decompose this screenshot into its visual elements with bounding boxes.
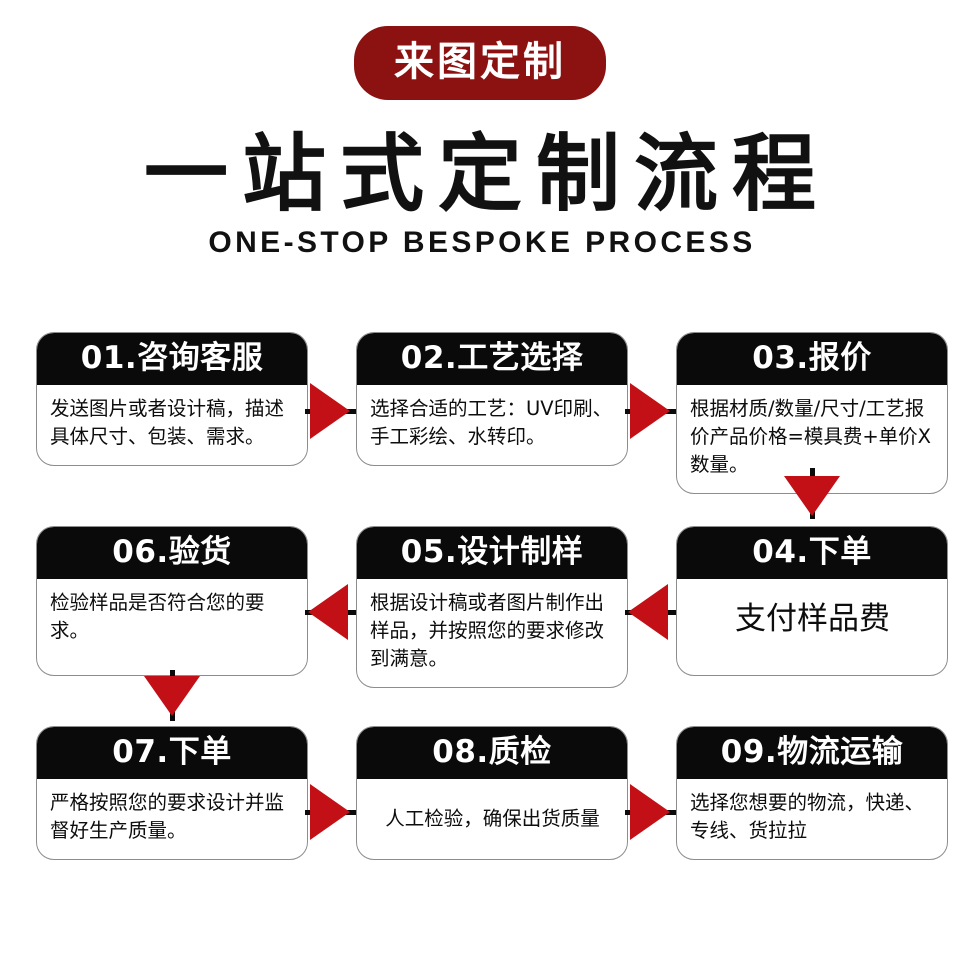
step-card-08-title: 08.质检 [357,727,627,780]
step-card-06-body: 检验样品是否符合您的要求。 [50,591,265,643]
step-card-08: 08.质检 人工检验，确保出货质量 [356,726,628,861]
arrow-down-icon [144,676,200,716]
step-card-03: 03.报价 根据材质/数量/尺寸/工艺报价产品价格=模具费+单价X数量。 [676,332,948,494]
step-card-08-body: 人工检验，确保出货质量 [385,807,600,831]
custom-order-badge: 来图定制 [354,26,606,100]
step-card-04-body: 支付样品费 [735,601,890,638]
arrow-left-icon [308,584,348,640]
step-card-07-body: 严格按照您的要求设计并监督好生产质量。 [50,791,285,843]
page-subtitle: ONE-STOP BESPOKE PROCESS [208,226,756,260]
step-card-07: 07.下单 严格按照您的要求设计并监督好生产质量。 [36,726,308,860]
step-card-01-body: 发送图片或者设计稿，描述具体尺寸、包装、需求。 [50,397,285,449]
step-card-03-title: 03.报价 [677,333,947,386]
arrow-down-icon [784,476,840,516]
step-card-09-title: 09.物流运输 [677,727,947,780]
step-card-03-body: 根据材质/数量/尺寸/工艺报价产品价格=模具费+单价X数量。 [690,397,932,476]
arrow-right-icon [310,784,350,840]
step-card-01: 01.咨询客服 发送图片或者设计稿，描述具体尺寸、包装、需求。 [36,332,308,466]
step-card-09: 09.物流运输 选择您想要的物流，快递、专线、货拉拉 [676,726,948,860]
step-card-09-body: 选择您想要的物流，快递、专线、货拉拉 [690,791,925,843]
step-card-01-title: 01.咨询客服 [37,333,307,386]
page-header: 来图定制 一站式定制流程 ONE-STOP BESPOKE PROCESS [0,0,960,260]
step-card-02-title: 02.工艺选择 [357,333,627,386]
page-title: 一站式定制流程 [143,125,830,223]
step-card-05: 05.设计制样 根据设计稿或者图片制作出样品，并按照您的要求修改到满意。 [356,526,628,688]
arrow-left-icon [628,584,668,640]
step-card-02: 02.工艺选择 选择合适的工艺：UV印刷、手工彩绘、水转印。 [356,332,628,466]
process-flow-diagram: 01.咨询客服 发送图片或者设计稿，描述具体尺寸、包装、需求。 02.工艺选择 … [0,318,960,938]
arrow-right-icon [310,383,350,439]
arrow-right-icon [630,383,670,439]
step-card-05-body: 根据设计稿或者图片制作出样品，并按照您的要求修改到满意。 [370,591,605,670]
step-card-02-body: 选择合适的工艺：UV印刷、手工彩绘、水转印。 [370,397,613,449]
step-card-06-title: 06.验货 [37,527,307,580]
step-card-04: 04.下单 支付样品费 [676,526,948,676]
arrow-right-icon [630,784,670,840]
step-card-07-title: 07.下单 [37,727,307,780]
step-card-04-title: 04.下单 [677,527,947,580]
step-card-06: 06.验货 检验样品是否符合您的要求。 [36,526,308,676]
step-card-05-title: 05.设计制样 [357,527,627,580]
